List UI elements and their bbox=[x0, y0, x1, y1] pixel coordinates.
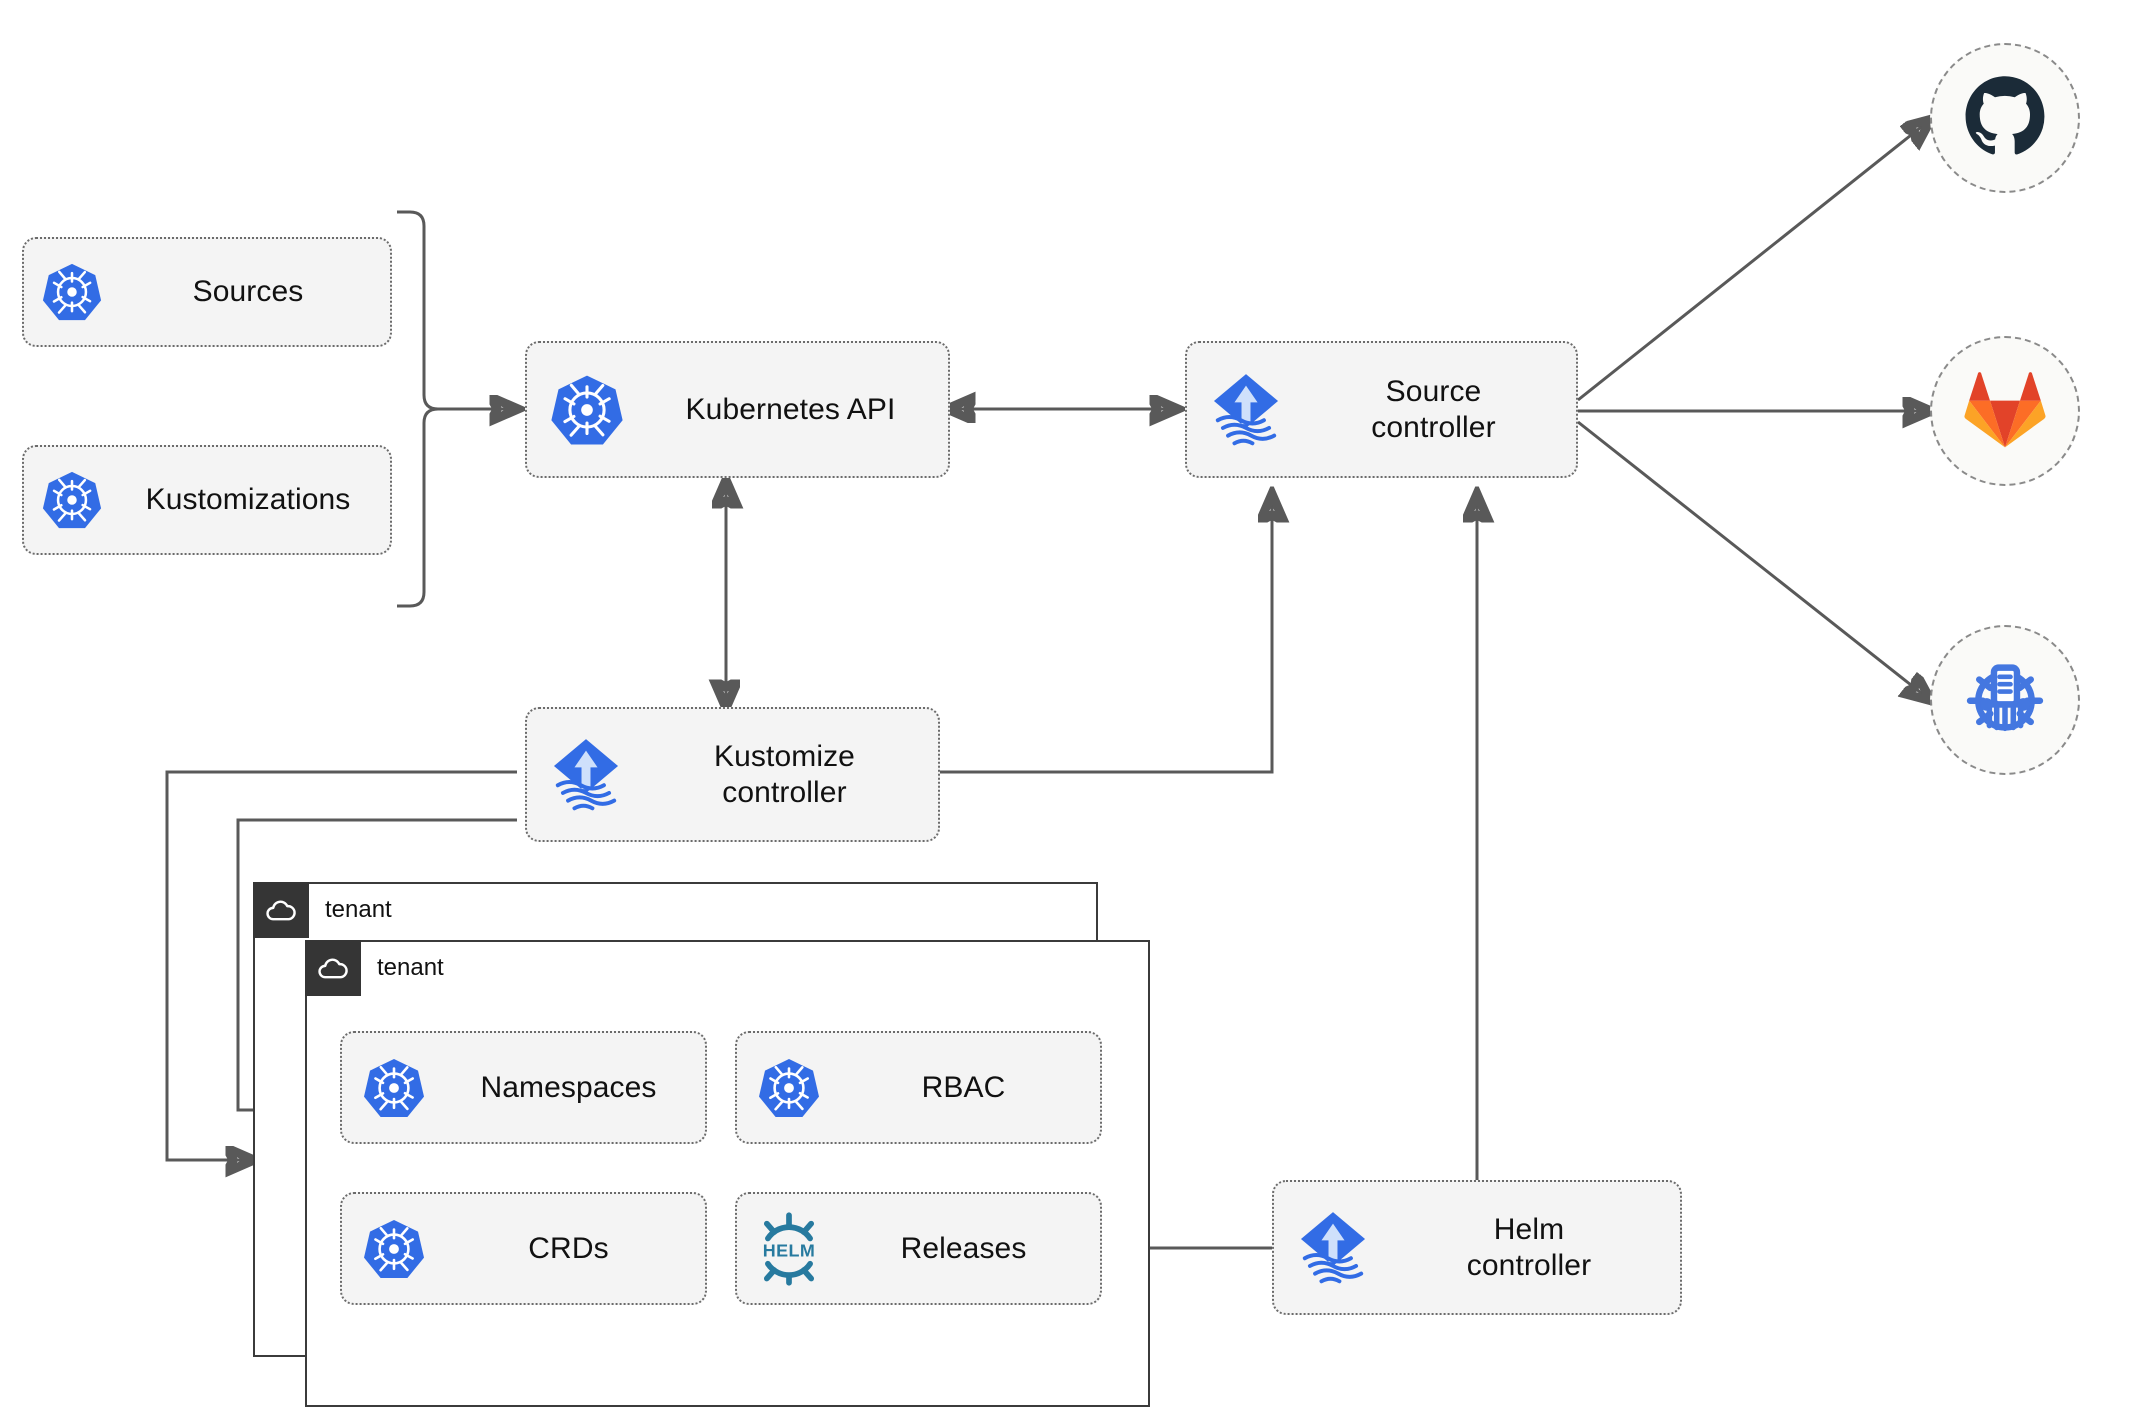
kubernetes-icon bbox=[24, 469, 120, 531]
cloud-icon bbox=[305, 940, 361, 996]
tenant-label: tenant bbox=[325, 896, 392, 923]
node-label: Source controller bbox=[1371, 375, 1496, 444]
provider-gitlab[interactable] bbox=[1930, 336, 2080, 486]
tenant-resource-releases[interactable]: HELM Releases bbox=[735, 1192, 1102, 1305]
edge-kustomize-to-source bbox=[940, 495, 1272, 774]
resource-label: Sources bbox=[192, 275, 304, 309]
kubernetes-icon bbox=[737, 1056, 841, 1120]
node-kustomize-controller[interactable]: Kustomize controller bbox=[525, 707, 940, 842]
tenant-resource-label: Namespaces bbox=[480, 1070, 657, 1104]
resource-node-kustomizations[interactable]: Kustomizations bbox=[22, 445, 392, 555]
node-kubernetes-api[interactable]: Kubernetes API bbox=[525, 341, 950, 478]
kubernetes-icon bbox=[24, 261, 120, 323]
flux-icon bbox=[1274, 1207, 1392, 1289]
kubernetes-icon bbox=[342, 1056, 446, 1120]
node-label: Kubernetes API bbox=[685, 392, 896, 426]
node-source-controller[interactable]: Source controller bbox=[1185, 341, 1578, 478]
resource-node-sources[interactable]: Sources bbox=[22, 237, 392, 347]
helm-repository-icon bbox=[1959, 652, 2051, 749]
resources-bracket bbox=[397, 210, 439, 608]
tenant-resource-namespaces[interactable]: Namespaces bbox=[340, 1031, 707, 1144]
tenant-label: tenant bbox=[377, 954, 444, 981]
flux-icon bbox=[527, 734, 645, 816]
svg-text:HELM: HELM bbox=[763, 1240, 816, 1260]
provider-artifact-hub[interactable] bbox=[1930, 625, 2080, 775]
tenant-resource-label: CRDs bbox=[528, 1231, 609, 1265]
edge-source-to-github bbox=[1577, 120, 1930, 402]
tenant-resource-label: RBAC bbox=[921, 1070, 1006, 1104]
node-label: Helm controller bbox=[1466, 1213, 1592, 1282]
kubernetes-icon bbox=[342, 1217, 446, 1281]
tenant-container-inner: tenant bbox=[305, 940, 1150, 1407]
resource-label: Kustomizations bbox=[145, 483, 351, 517]
cloud-icon bbox=[253, 882, 309, 938]
provider-github[interactable] bbox=[1930, 43, 2080, 193]
tenant-resource-label: Releases bbox=[900, 1231, 1027, 1265]
node-helm-controller[interactable]: Helm controller bbox=[1272, 1180, 1682, 1315]
helm-icon: HELM bbox=[737, 1211, 841, 1287]
github-icon bbox=[1962, 73, 2048, 164]
edge-source-to-artifact bbox=[1577, 420, 1930, 700]
node-label: Kustomize controller bbox=[714, 740, 855, 809]
kubernetes-icon bbox=[527, 372, 647, 448]
tenant-header: tenant bbox=[305, 940, 444, 996]
flux-icon bbox=[1187, 369, 1305, 451]
tenant-resource-rbac[interactable]: RBAC bbox=[735, 1031, 1102, 1144]
tenant-header: tenant bbox=[253, 882, 392, 938]
gitlab-icon bbox=[1963, 369, 2047, 454]
tenant-resource-crds[interactable]: CRDs bbox=[340, 1192, 707, 1305]
